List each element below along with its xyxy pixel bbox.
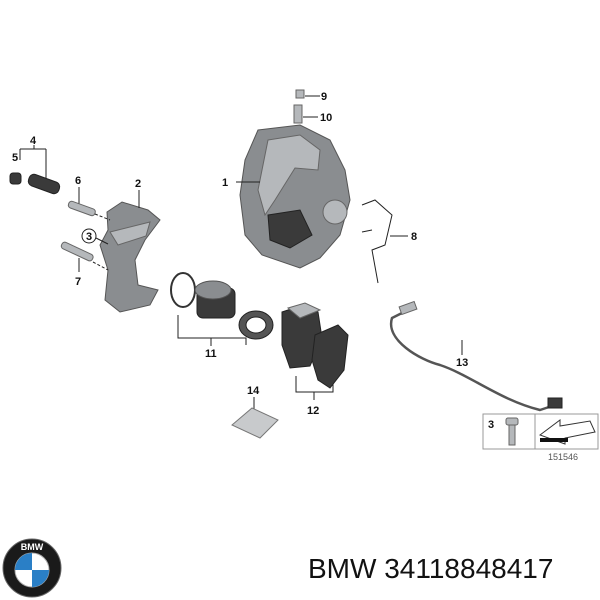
svg-text:BMW: BMW <box>21 542 44 552</box>
callout-5: 5 <box>12 152 18 164</box>
callout-3-circle <box>81 228 97 244</box>
callout-13: 13 <box>456 357 468 369</box>
callout-14: 14 <box>247 385 260 397</box>
inset-callout-3: 3 <box>488 419 494 431</box>
caliper-carrier <box>99 201 161 313</box>
bleeder-valve <box>293 104 303 124</box>
callout-2: 2 <box>135 178 141 190</box>
bleeder-cap <box>295 89 305 99</box>
callout-1: 1 <box>222 177 228 189</box>
guide-cap <box>9 172 22 185</box>
guide-bushing <box>27 173 61 195</box>
caliper-housing <box>239 124 351 269</box>
brake-pad-outer <box>311 324 349 389</box>
callout-8: 8 <box>411 231 417 243</box>
part-number-title: BMW 34118848417 <box>308 553 554 584</box>
diagram-reference-number: 151546 <box>548 452 578 462</box>
grease-packet <box>231 407 279 439</box>
inset-box: 3 151546 <box>482 413 599 462</box>
callout-10: 10 <box>320 112 332 124</box>
pad-wear-sensor <box>389 308 556 412</box>
guide-bolt-upper <box>67 200 96 217</box>
spring-clip <box>361 199 393 284</box>
callout-3: 3 <box>86 231 92 243</box>
bmw-logo: BMW <box>2 538 62 598</box>
callout-6: 6 <box>75 175 81 187</box>
guide-bolt-lower <box>60 241 94 262</box>
callout-7: 7 <box>75 276 81 288</box>
callout-12: 12 <box>307 405 319 417</box>
piston-seal <box>170 272 196 308</box>
callout-11: 11 <box>205 348 217 360</box>
piston <box>194 280 236 319</box>
callout-9: 9 <box>321 91 327 103</box>
bolt-icon <box>505 417 519 446</box>
callout-4: 4 <box>30 135 37 147</box>
